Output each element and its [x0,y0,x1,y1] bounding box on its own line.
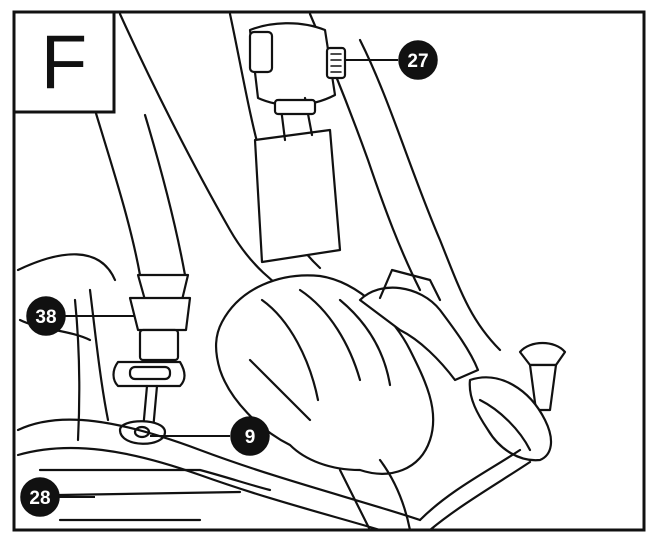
machine-frame [16,418,532,532]
shoulder-pad [248,22,342,264]
callout-9-label: 9 [245,427,256,448]
callout-9: 9 [150,416,270,456]
buckle-38 [112,273,192,432]
panel-letter: F [41,20,87,105]
handle-grip [468,341,567,462]
front-strap [93,108,187,277]
callout-27: 27 [345,40,438,80]
panel-label: F [12,10,116,114]
callout-38-label: 38 [35,307,56,328]
gloved-hand [215,274,435,475]
callout-28-label: 28 [29,488,50,509]
second-glove [358,268,480,382]
hook-9 [118,420,167,445]
figure-frame [12,10,646,532]
callout-38: 38 [26,296,135,336]
callout-27-label: 27 [407,51,428,72]
callout-28: 28 [20,477,95,517]
operator-side [16,253,117,442]
buckle-27 [325,46,347,80]
